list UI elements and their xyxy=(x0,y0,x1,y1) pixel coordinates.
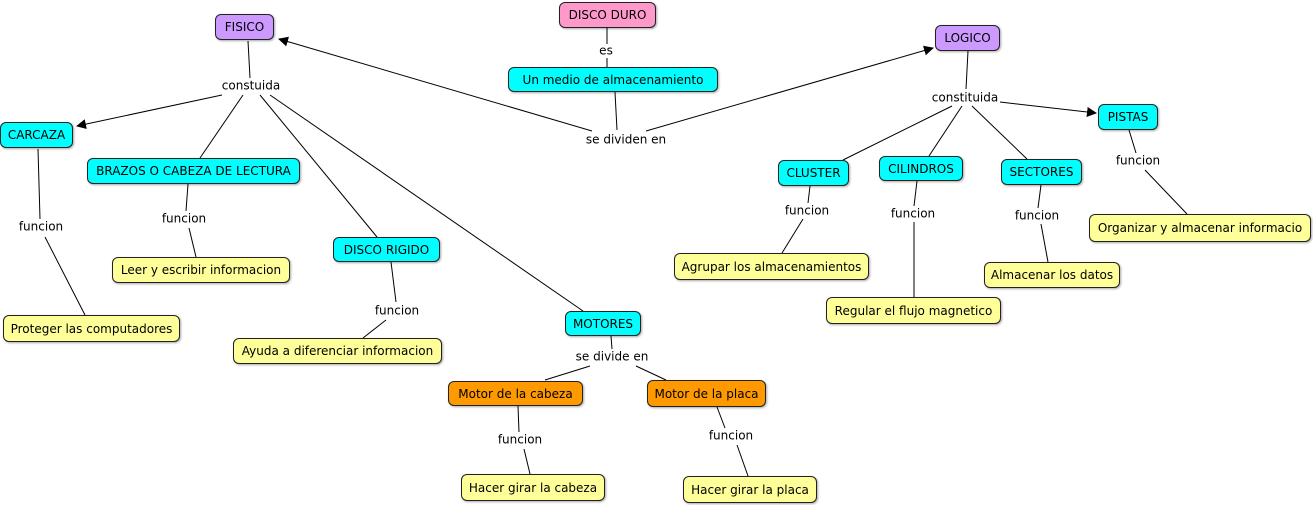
node-logico[interactable]: LOGICO xyxy=(935,25,1000,51)
node-regular-flujo[interactable]: Regular el flujo magnetico xyxy=(826,297,1001,324)
edge-constituida-cilindros xyxy=(928,105,963,157)
node-motor-placa[interactable]: Motor de la placa xyxy=(647,380,766,407)
edge-fisico-constuida xyxy=(247,40,251,79)
edge-funcion-girar-cabeza xyxy=(523,448,531,475)
node-cluster[interactable]: CLUSTER xyxy=(778,160,849,186)
link-funcion-pistas: funcion xyxy=(1113,153,1163,168)
link-funcion-brazos: funcion xyxy=(159,211,209,226)
edge-dividen-fisico xyxy=(278,36,593,132)
node-sectores[interactable]: SECTORES xyxy=(1001,159,1082,185)
node-brazos[interactable]: BRAZOS O CABEZA DE LECTURA xyxy=(87,158,300,184)
edge-carcaza-funcion xyxy=(37,148,41,220)
edge-funcion-agrupar xyxy=(781,218,804,254)
link-se-dividen-en: se dividen en xyxy=(583,132,669,147)
edge-funcion-proteger xyxy=(44,236,86,316)
edge-funcion-organizar xyxy=(1144,169,1188,215)
link-funcion-motor-placa: funcion xyxy=(706,428,756,443)
edge-medio-dividen xyxy=(614,91,618,131)
node-leer-escribir[interactable]: Leer y escribir informacion xyxy=(112,257,290,283)
link-se-divide-en: se divide en xyxy=(573,349,651,364)
link-funcion-disco: funcion xyxy=(372,303,422,318)
node-girar-cabeza[interactable]: Hacer girar la cabeza xyxy=(461,474,605,501)
node-agrupar[interactable]: Agrupar los almacenamientos xyxy=(674,253,869,280)
edge-divide-motor-placa xyxy=(635,365,667,381)
edge-constuida-carcaza xyxy=(76,94,223,130)
edge-cluster-funcion xyxy=(807,185,811,204)
node-girar-placa[interactable]: Hacer girar la placa xyxy=(683,476,817,503)
link-funcion-cluster: funcion xyxy=(782,203,832,218)
node-medio-almacenamiento[interactable]: Un medio de almacenamiento xyxy=(508,67,718,92)
node-pistas[interactable]: PISTAS xyxy=(1098,104,1158,130)
link-funcion-motor-cabeza: funcion xyxy=(495,432,545,447)
node-disco-duro[interactable]: DISCO DURO xyxy=(559,2,656,28)
edge-pistas-funcion xyxy=(1128,129,1137,154)
node-motor-cabeza[interactable]: Motor de la cabeza xyxy=(448,381,583,406)
link-constituida: constituida xyxy=(929,90,1001,105)
link-es: es xyxy=(597,43,615,58)
edge-constituida-sectores xyxy=(971,105,1028,160)
node-ayuda-diferenciar[interactable]: Ayuda a diferenciar informacion xyxy=(233,338,442,364)
edge-constituida-cluster xyxy=(842,105,953,161)
edge-logico-constituida xyxy=(965,50,969,90)
edge-constuida-brazos xyxy=(199,94,244,159)
link-funcion-carcaza: funcion xyxy=(16,219,66,234)
edge-cilindros-funcion xyxy=(913,180,918,207)
edge-funcion-leer xyxy=(188,227,197,258)
node-disco-rigido[interactable]: DISCO RIGIDO xyxy=(333,237,440,262)
node-cilindros[interactable]: CILINDROS xyxy=(879,156,963,181)
edge-dividen-logico xyxy=(645,45,934,132)
edge-constuida-disco xyxy=(259,94,378,238)
link-funcion-sectores: funcion xyxy=(1012,208,1062,223)
edge-constituida-pistas xyxy=(999,101,1097,117)
edge-divide-motor-cabeza xyxy=(544,365,591,381)
edge-funcion-almacenar xyxy=(1040,223,1049,263)
node-fisico[interactable]: FISICO xyxy=(215,14,274,40)
node-proteger[interactable]: Proteger las computadores xyxy=(3,315,180,342)
node-carcaza[interactable]: CARCAZA xyxy=(0,122,73,148)
node-motores[interactable]: MOTORES xyxy=(565,311,641,336)
edge-motores-divide xyxy=(610,335,613,350)
edge-funcion-girar-placa xyxy=(736,444,749,477)
link-funcion-cilindros: funcion xyxy=(888,206,938,221)
node-organizar[interactable]: Organizar y almacenar informacio xyxy=(1089,214,1311,242)
link-constuida: constuida xyxy=(219,78,283,93)
edge-funcion-ayuda xyxy=(362,319,387,339)
edge-brazos-funcion xyxy=(185,183,189,212)
edge-motor-placa-funcion xyxy=(716,406,726,429)
edge-sectores-funcion xyxy=(1037,184,1042,209)
edge-motor-cabeza-funcion xyxy=(517,405,520,433)
node-almacenar-datos[interactable]: Almacenar los datos xyxy=(984,262,1120,288)
edge-disco-funcion xyxy=(390,261,397,303)
edge-constuida-motores xyxy=(269,94,584,312)
